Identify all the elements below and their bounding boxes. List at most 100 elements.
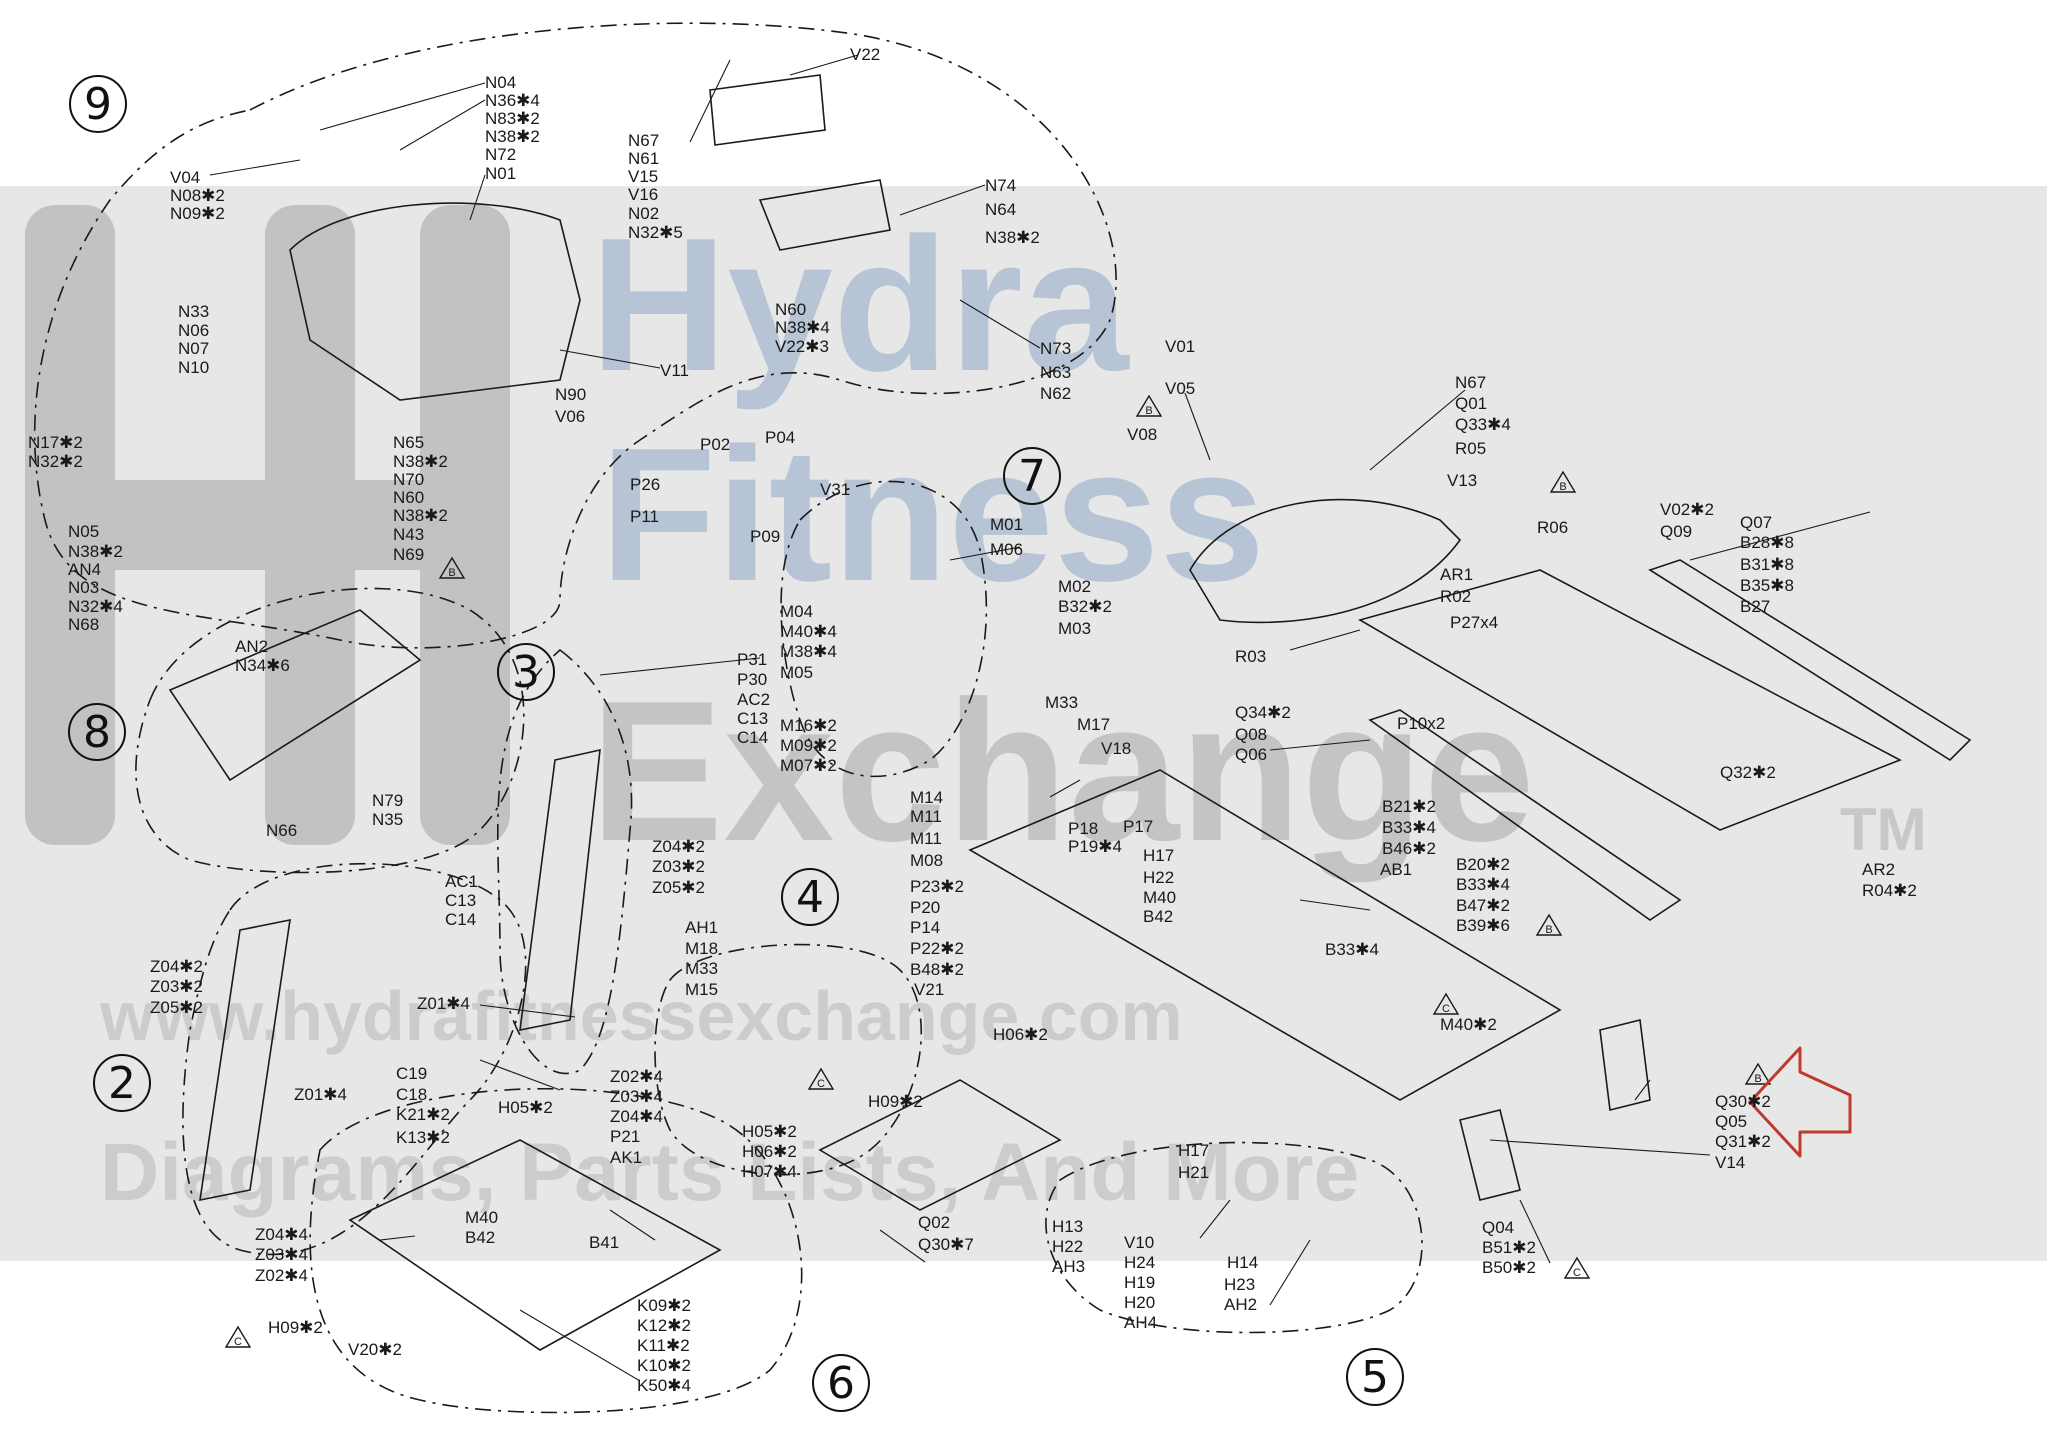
assembly-boundaries (33, 22, 1423, 1414)
part-callout-c25: N62 (1040, 384, 1071, 403)
warning-triangle: B (1744, 1062, 1772, 1085)
part-callout-c110: M08 (910, 851, 943, 870)
part-callout-c144: M15 (685, 980, 718, 999)
part-callout-c41: N69 (393, 545, 424, 564)
part-callout-c174: B41 (589, 1233, 619, 1252)
part-callout-c24: N63 (1040, 363, 1071, 382)
part-callout-c169: Z04✱4 (255, 1225, 308, 1244)
part-callout-c137: Z04✱2 (150, 957, 203, 976)
part-callout-c98: R03 (1235, 647, 1266, 666)
part-callout-c30: N17✱2 (28, 433, 83, 452)
part-callout-c16: N32✱5 (628, 223, 683, 242)
part-callout-c27: N06 (178, 321, 209, 340)
part-callout-c125: M40 (1143, 888, 1176, 907)
warning-triangle: C (224, 1325, 252, 1348)
part-callout-c111: P18 (1068, 819, 1098, 838)
part-callout-c141: AH1 (685, 918, 718, 937)
part-callout-c21: N38✱4 (775, 318, 830, 337)
part-callout-c33: N90 (555, 385, 586, 404)
part-callout-c76: V01 (1165, 337, 1195, 356)
part-callout-c150: Q31✱2 (1715, 1132, 1771, 1151)
part-callout-c146: H06✱2 (993, 1025, 1048, 1044)
part-callout-c142: M18 (685, 939, 718, 958)
assembly-8-number: 8 (83, 707, 111, 758)
part-callout-c4: N38✱2 (485, 127, 540, 146)
part-callout-c115: B33✱4 (1382, 818, 1436, 837)
part-callout-c112: P17 (1123, 817, 1153, 836)
part-callout-c94: P27x4 (1450, 613, 1498, 632)
part-callout-c154: C18 (396, 1085, 427, 1104)
boundary-8 (135, 587, 525, 874)
part-callout-c51: N35 (372, 810, 403, 829)
part-callout-c197: B50✱2 (1482, 1258, 1536, 1277)
motor-tray (818, 1079, 1062, 1211)
part-callout-c87: Q07 (1740, 513, 1772, 532)
boundary-9 (33, 22, 1117, 649)
assembly-numbers: 9 8 7 3 4 2 6 5 (68, 75, 1404, 1412)
part-callout-c118: P23✱2 (910, 877, 964, 896)
part-callout-c113: P19✱4 (1068, 837, 1122, 856)
part-callout-c88: B28✱8 (1740, 533, 1794, 552)
part-callout-c195: Q04 (1482, 1218, 1514, 1237)
warning-letter: C (234, 1336, 242, 1348)
assembly-8: 8 (68, 703, 126, 761)
warning-triangle: B (1549, 470, 1577, 493)
part-callout-c151: V14 (1715, 1153, 1745, 1172)
part-callout-c37: N70 (393, 470, 424, 489)
part-callout-c128: B33✱4 (1456, 875, 1510, 894)
part-callout-c55: P26 (630, 475, 660, 494)
part-callout-c54: P04 (765, 428, 795, 447)
part-callout-c117: AB1 (1380, 860, 1412, 879)
boundary-2 (182, 862, 527, 1256)
part-callout-c22: V22✱3 (775, 337, 829, 356)
part-callout-c1: N04 (485, 73, 516, 92)
part-callout-c45: N03 (68, 578, 99, 597)
part-callout-c186: AH3 (1052, 1257, 1085, 1276)
part-callout-c194: AH2 (1224, 1295, 1257, 1314)
warning-triangle: C (807, 1067, 835, 1090)
part-callout-c129: B47✱2 (1456, 896, 1510, 915)
part-callout-c11: N67 (628, 131, 659, 150)
part-callout-c90: B35✱8 (1740, 576, 1794, 595)
main-frame (968, 769, 1562, 1101)
part-callout-c26: N33 (178, 302, 209, 321)
part-callout-c95: M02 (1058, 577, 1091, 596)
part-callout-c149: Q05 (1715, 1112, 1747, 1131)
part-callout-c9: N09✱2 (170, 204, 225, 223)
part-callout-c192: H14 (1227, 1253, 1258, 1272)
assembly-2-number: 2 (108, 1058, 136, 1109)
warning-letter: B (1754, 1073, 1761, 1085)
part-callout-c122: B48✱2 (910, 960, 964, 979)
part-callout-c145: V21 (914, 980, 944, 999)
part-callout-c17: N74 (985, 176, 1016, 195)
part-callout-c159: Z03✱4 (610, 1087, 663, 1106)
part-callout-c153: C19 (396, 1064, 427, 1083)
part-callout-c61: M04 (780, 602, 813, 621)
part-callout-c85: V02✱2 (1660, 500, 1714, 519)
part-callout-c103: M33 (1045, 693, 1078, 712)
part-callout-c18: N64 (985, 200, 1016, 219)
part-callout-c102: Q06 (1235, 745, 1267, 764)
warning-letter: B (448, 567, 455, 579)
part-callout-c39: N38✱2 (393, 506, 448, 525)
part-callout-c93: R02 (1440, 587, 1471, 606)
part-callout-c162: AK1 (610, 1148, 642, 1167)
assembly-4-number: 4 (796, 872, 824, 923)
part-callout-c171: Z02✱4 (255, 1266, 308, 1285)
part-callout-c182: H17 (1178, 1141, 1209, 1160)
part-callout-c155: K21✱2 (396, 1105, 450, 1124)
assembly-4: 4 (781, 868, 839, 926)
part-callout-c70: AC2 (737, 690, 770, 709)
part-callout-c40: N43 (393, 525, 424, 544)
part-callout-c99: Q34✱2 (1235, 703, 1291, 722)
part-callout-c12: N61 (628, 149, 659, 168)
part-callout-c28: N07 (178, 339, 209, 358)
part-callout-c96: B32✱2 (1058, 597, 1112, 616)
part-callout-c62: M40✱4 (780, 622, 837, 641)
part-callout-c35: N65 (393, 433, 424, 452)
part-callout-c176: V20✱2 (348, 1340, 402, 1359)
part-callout-c66: M09✱2 (780, 736, 837, 755)
part-callout-c140: Z01✱4 (417, 994, 470, 1013)
part-callout-c65: M16✱2 (780, 716, 837, 735)
warning-letter: C (1442, 1003, 1450, 1015)
